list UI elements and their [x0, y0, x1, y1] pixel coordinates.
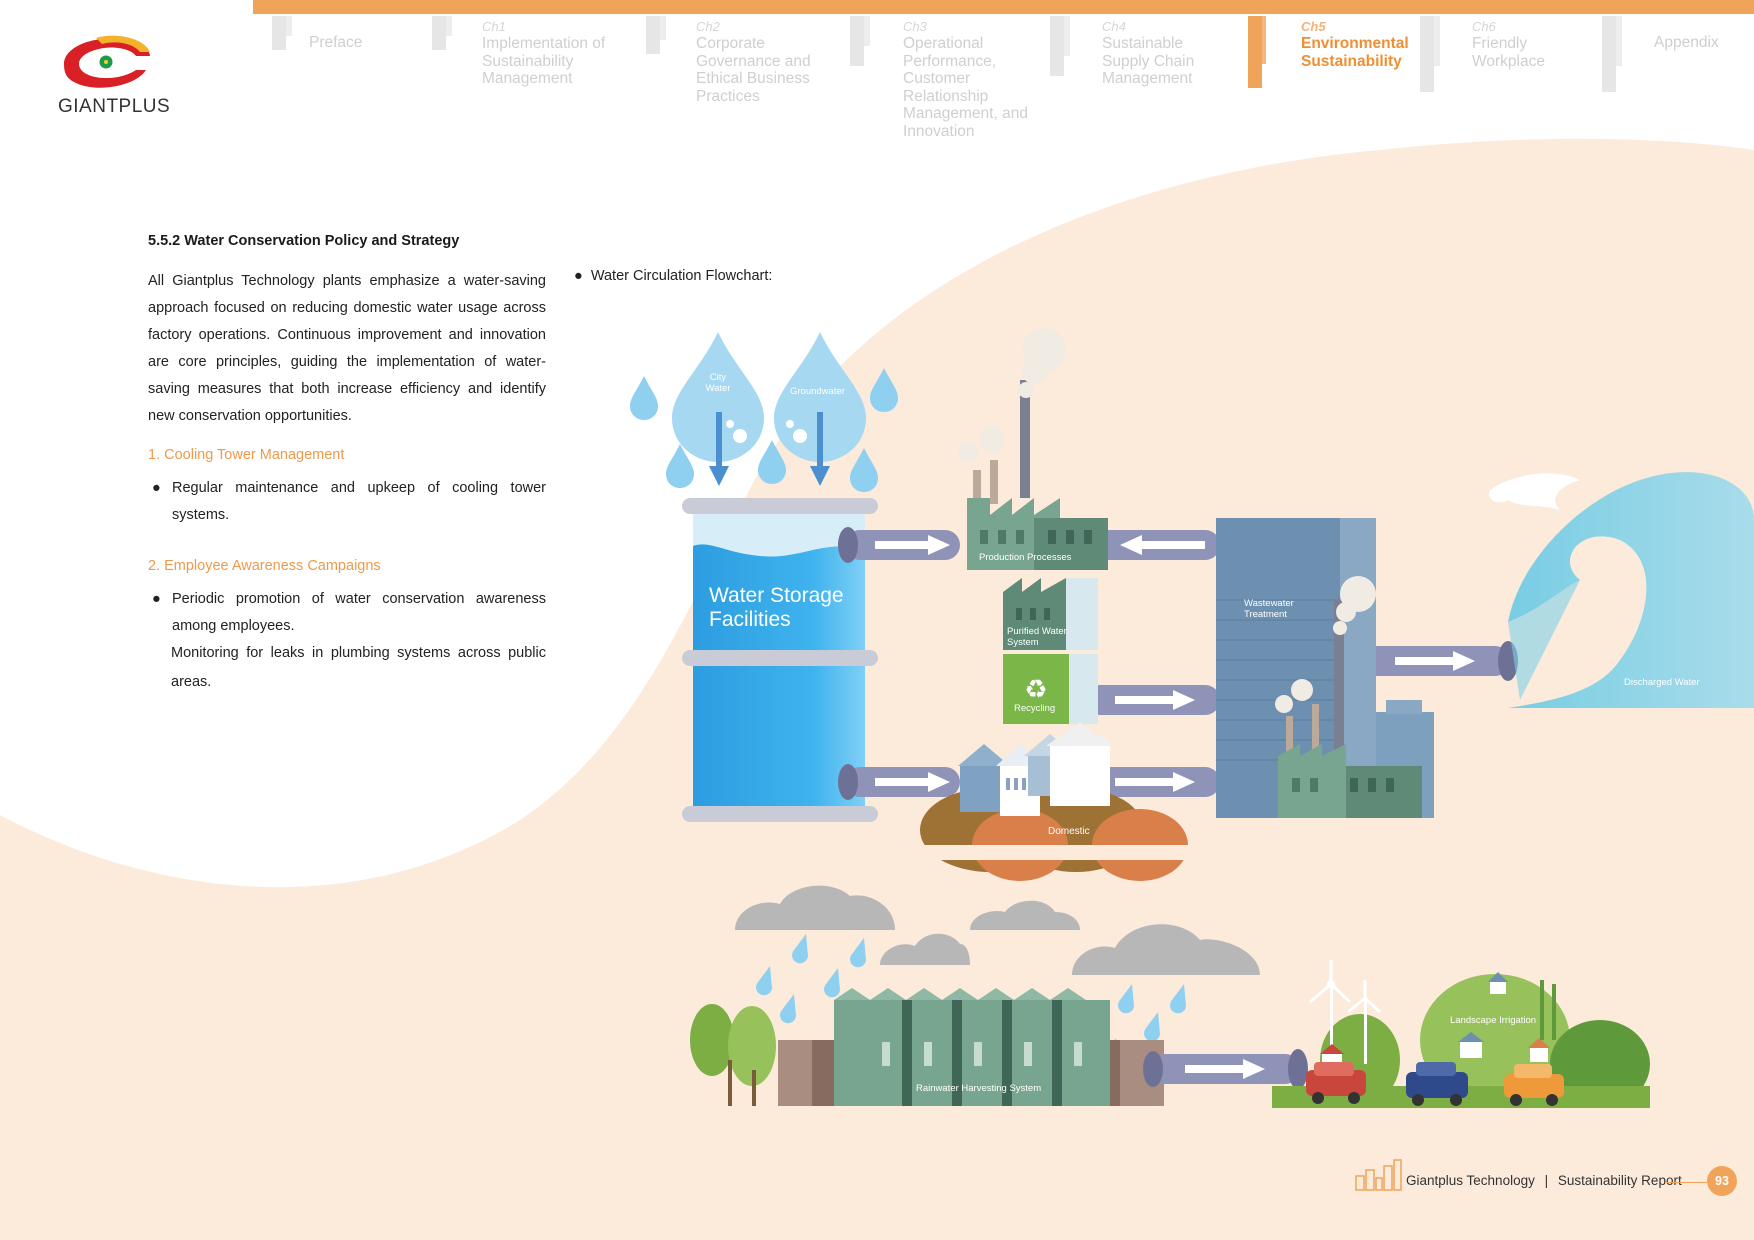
bullet-icon: ● [152, 591, 161, 607]
groundwater-drop-icon [774, 332, 866, 462]
building-icon [432, 16, 452, 50]
intro-paragraph: All Giantplus Technology plants emphasiz… [148, 273, 546, 424]
small-drop-icons [630, 368, 898, 492]
label-domestic: Domestic [1048, 826, 1090, 837]
page-number: 93 [1707, 1166, 1737, 1196]
recycling-icon: ♻ [1024, 675, 1047, 705]
label-landscape: Landscape Irrigation [1450, 1015, 1537, 1026]
pipe-wastewater-to-discharge [1353, 641, 1518, 681]
building-icon [272, 16, 292, 50]
label-production: Production Processes [979, 552, 1072, 563]
nav-item-ch2[interactable]: Ch2 Corporate Governance and Ethical Bus… [696, 19, 811, 105]
building-icon-active [1248, 16, 1266, 88]
footer-company: Giantplus Technology [1406, 1173, 1535, 1188]
bullet-icon: ● [574, 268, 591, 284]
pipe-recycling-to-wastewater [1078, 682, 1220, 718]
city-water-drop-icon [672, 332, 764, 462]
label-wastewater: Wastewater Treatment [1244, 598, 1294, 620]
footer-divider [1665, 1182, 1707, 1183]
label-recycling: Recycling [1014, 703, 1056, 714]
landscape-irrigation-scene [1272, 960, 1650, 1108]
pipe-storage-to-production [838, 527, 960, 563]
purified-water-building [1003, 578, 1098, 650]
label-rainwater: Rainwater Harvesting System [916, 1083, 1042, 1094]
nav-item-ch6[interactable]: Ch6 Friendly Workplace [1472, 19, 1545, 70]
water-storage-tank [682, 498, 878, 822]
brand-name: GIANTPLUS [58, 96, 171, 117]
leak-monitoring-text: Monitoring for leaks in plumbing systems… [171, 645, 546, 690]
list-item: ● Regular maintenance and upkeep of cool… [152, 475, 546, 529]
list-item: ● Periodic promotion of water conservati… [152, 586, 546, 640]
nav-item-appendix[interactable]: Appendix [1654, 34, 1719, 51]
label-groundwater: Groundwater [790, 386, 845, 397]
building-icon [1602, 16, 1622, 92]
city-skyline-icon [1355, 1159, 1402, 1191]
label-discharged: Discharged Water [1624, 677, 1700, 688]
building-icon [646, 16, 666, 54]
pipe-rainwater-to-irrigation [1143, 1049, 1308, 1089]
subheading-cooling-tower: 1. Cooling Tower Management [148, 447, 345, 463]
domestic-houses [920, 722, 1190, 881]
building-icon [850, 16, 870, 66]
rainwater-harvesting-building [690, 988, 1164, 1106]
cloud-icons [735, 885, 1260, 975]
subheading-awareness: 2. Employee Awareness Campaigns [148, 558, 381, 574]
giantplus-logo-icon [64, 35, 150, 88]
building-icon [1050, 16, 1070, 76]
recycling-building: ♻ [1003, 654, 1098, 724]
label-city-water: City Water [705, 372, 731, 394]
nav-item-ch5[interactable]: Ch5 Environmental Sustainability [1301, 19, 1409, 70]
nav-item-preface[interactable]: Preface [309, 34, 363, 51]
nav-item-ch1[interactable]: Ch1 Implementation of Sustainability Man… [482, 19, 606, 87]
footer-report: Sustainability Report [1557, 1173, 1682, 1188]
wave-icon [1489, 472, 1754, 708]
top-accent-bar [253, 0, 1754, 14]
production-factory [958, 328, 1108, 570]
footer-text: Giantplus Technology | Sustainability Re… [1406, 1173, 1682, 1188]
nav-item-ch4[interactable]: Ch4 Sustainable Supply Chain Management [1102, 19, 1195, 87]
label-water-storage: Water Storage Facilities [709, 584, 844, 631]
pipe-storage-to-domestic [838, 764, 960, 800]
building-icon [1420, 16, 1440, 92]
section-title: 5.5.2 Water Conservation Policy and Stra… [148, 233, 460, 249]
bullet-icon: ● [152, 480, 161, 496]
flowchart-label: ● Water Circulation Flowchart: [574, 268, 773, 284]
nav-item-ch3[interactable]: Ch3 Operational Performance, Customer Re… [903, 19, 1028, 140]
label-purified: Purified Water System [1007, 626, 1067, 648]
wastewater-treatment-building [1216, 518, 1434, 818]
